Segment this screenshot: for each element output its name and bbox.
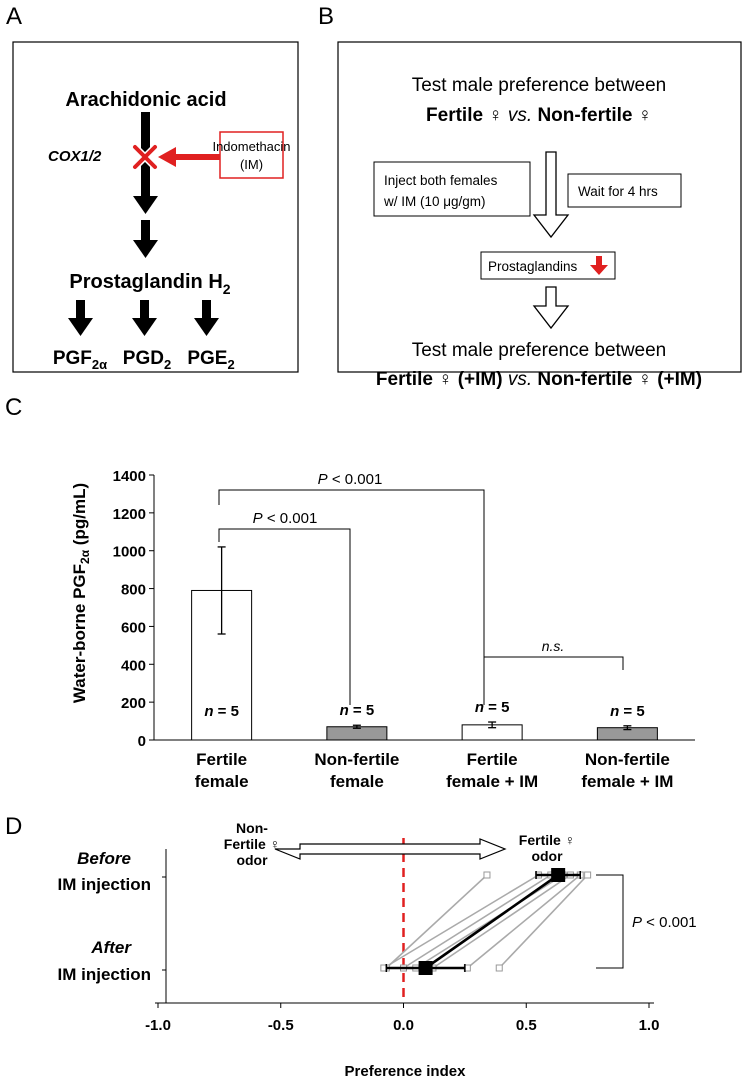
c-ytick-label: 0 xyxy=(138,733,146,750)
nonfertile-odor-label-1: Non- xyxy=(236,820,268,836)
c-n-label: n = 5 xyxy=(610,703,645,720)
c-category-label: Fertile xyxy=(196,750,247,769)
c-bracket-ns xyxy=(483,656,624,670)
panel-b-letter: B xyxy=(318,3,334,30)
individual-point-before xyxy=(483,871,491,879)
after-label-1: After xyxy=(90,938,132,957)
panel-a-frame xyxy=(12,41,299,373)
inhibitor-arrow xyxy=(158,147,220,167)
c-n-label: n = 5 xyxy=(340,702,375,719)
d-x-axis-label: Preference index xyxy=(345,1063,467,1080)
c-bracket-top xyxy=(218,489,485,705)
d-xtick-label: 1.0 xyxy=(639,1017,660,1034)
nonfertile-odor-label-3: odor xyxy=(236,852,268,868)
d-p-value: P < 0.001 xyxy=(632,914,697,931)
c-category-label: female + IM xyxy=(446,772,538,791)
d-data-points xyxy=(380,868,592,975)
c-ytick-label: 400 xyxy=(121,657,146,674)
individual-point-after xyxy=(495,964,503,972)
product-arrow-pge xyxy=(194,300,219,336)
protocol-line-1: Test male preference between xyxy=(412,75,667,96)
individual-pair-line xyxy=(385,874,488,969)
c-ytick-label: 1400 xyxy=(113,468,146,485)
fertile-odor-label-1: Fertile ♀ xyxy=(519,832,575,848)
c-y-axis: 0 200 400 600 800 1000 1200 1400 xyxy=(113,468,155,750)
c-ytick-label: 800 xyxy=(121,582,146,599)
individual-pair-line xyxy=(432,874,571,969)
d-x-ticks: -1.0 -0.5 0.0 0.5 1.0 xyxy=(145,1003,659,1034)
product-arrow-pgd xyxy=(132,300,157,336)
product-pgf2a: PGF2α xyxy=(53,348,107,372)
d-xtick-label: 0.0 xyxy=(393,1017,414,1034)
c-n-label: n = 5 xyxy=(204,703,239,720)
individual-pair-line xyxy=(383,874,539,969)
product-pge2: PGE2 xyxy=(187,348,234,372)
c-ns-label: n.s. xyxy=(542,638,565,654)
indomethacin-abbrev: (IM) xyxy=(240,157,263,172)
c-category-label: Fertile xyxy=(467,750,518,769)
panel-b-frame xyxy=(337,41,742,373)
wait-box xyxy=(567,173,682,208)
fertile-odor-label-2: odor xyxy=(531,848,563,864)
protocol-line-3: Test male preference between xyxy=(412,340,667,361)
c-p-value-top: P < 0.001 xyxy=(318,471,383,488)
c-x-labels: Fertile female Non-fertile female Fertile fem… xyxy=(195,750,674,791)
individual-pair-line xyxy=(466,874,581,969)
c-category-label: Non-fertile xyxy=(314,750,399,769)
preference-double-arrow xyxy=(274,838,507,860)
wait-label: Wait for 4 hrs xyxy=(578,184,658,199)
c-ytick-label: 600 xyxy=(121,619,146,636)
c-category-label: female xyxy=(330,772,384,791)
before-label-2: IM injection xyxy=(58,875,152,894)
mean-pair-line xyxy=(424,873,559,970)
prostaglandins-label: Prostaglandins xyxy=(488,259,578,274)
c-category-label: Non-fertile xyxy=(585,750,670,769)
arachidonic-acid-label: Arachidonic acid xyxy=(65,89,226,111)
inject-label-2: w/ IM (10 μg/gm) xyxy=(383,194,486,209)
d-significance-bracket xyxy=(596,874,624,969)
protocol-line-2: Fertile ♀ vs. Non-fertile ♀ xyxy=(426,105,652,126)
inhibition-x-icon xyxy=(131,143,159,171)
product-pgd2: PGD2 xyxy=(123,348,171,372)
d-xtick-label: -1.0 xyxy=(145,1017,171,1034)
before-label-1: Before xyxy=(77,849,131,868)
after-label-2: IM injection xyxy=(58,965,152,984)
pgh2-label: Prostaglandin H2 xyxy=(69,271,230,297)
c-ytick-label: 1200 xyxy=(113,506,146,523)
individual-pair-line xyxy=(415,874,564,969)
panel-d-letter: D xyxy=(5,813,22,840)
d-xtick-label: 0.5 xyxy=(516,1017,537,1034)
c-p-value-mid: P < 0.001 xyxy=(253,510,318,527)
individual-pair-line xyxy=(403,874,552,969)
protocol-arrow-down-1 xyxy=(532,151,570,239)
inject-label-1: Inject both females xyxy=(384,173,498,188)
indomethacin-box xyxy=(219,131,284,179)
product-arrow-pgf xyxy=(68,300,93,336)
mean-marker-after xyxy=(418,961,433,975)
indomethacin-label: Indomethacin xyxy=(212,139,290,154)
panel-c-letter: C xyxy=(5,394,22,421)
pathway-arrow-2 xyxy=(133,220,158,258)
mean-marker-before xyxy=(551,868,566,882)
decrease-arrow-icon xyxy=(590,256,608,275)
c-bracket-mid xyxy=(218,528,351,705)
protocol-line-4: Fertile ♀ (+IM) vs. Non-fertile ♀ (+IM) xyxy=(376,369,702,390)
c-y-axis-label: Water-borne PGF2α (pg/mL) xyxy=(70,483,92,703)
c-bars: n = 5 n = 5 n = 5 n = 5 xyxy=(191,546,658,741)
panel-a-letter: A xyxy=(6,3,22,30)
individual-point-before xyxy=(584,871,592,879)
cox-label: COX1/2 xyxy=(48,148,102,165)
protocol-arrow-down-2 xyxy=(532,286,570,330)
c-category-label: female + IM xyxy=(581,772,673,791)
c-category-label: female xyxy=(195,772,249,791)
c-ytick-label: 1000 xyxy=(113,544,146,561)
inject-box xyxy=(373,161,531,217)
individual-pair-line xyxy=(498,874,589,969)
d-xtick-label: -0.5 xyxy=(268,1017,294,1034)
nonfertile-odor-label-2: Fertile ♀ xyxy=(224,836,280,852)
c-ytick-label: 200 xyxy=(121,695,146,712)
c-n-label: n = 5 xyxy=(475,699,510,716)
